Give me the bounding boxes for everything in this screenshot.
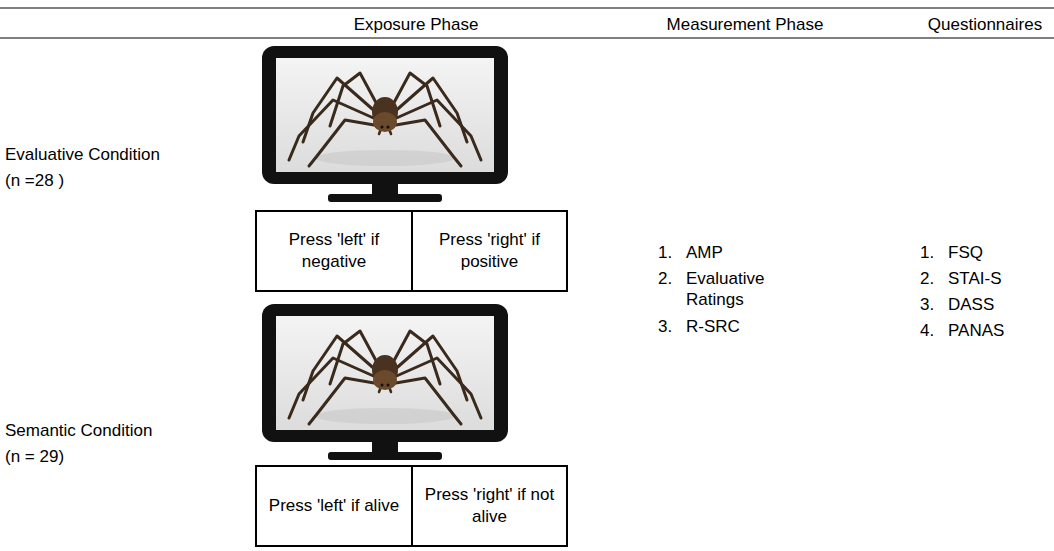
instruction-text: Press 'left' if negative xyxy=(267,229,401,273)
response-box: Press 'left' if negative xyxy=(255,210,413,292)
monitor-icon xyxy=(262,46,508,202)
instruction-text: Press 'left' if alive xyxy=(269,495,399,517)
list-number: 2. xyxy=(920,268,934,289)
list-number: 4. xyxy=(920,320,934,341)
list-number: 3. xyxy=(658,316,672,337)
list-item: PANAS xyxy=(948,320,1004,341)
list-item: FSQ xyxy=(948,242,983,263)
list-item: R-SRC xyxy=(686,316,740,337)
condition-label: Evaluative Condition xyxy=(5,144,160,165)
response-box: Press 'right' if not alive xyxy=(411,465,568,547)
header-rule xyxy=(0,38,1054,39)
list-item: STAI-S xyxy=(948,268,1002,289)
instruction-text: Press 'right' if positive xyxy=(423,229,556,273)
list-number: 1. xyxy=(658,242,672,263)
list-number: 3. xyxy=(920,294,934,315)
column-header: Questionnaires xyxy=(928,14,1042,35)
spider-image xyxy=(289,331,481,424)
response-box: Press 'left' if alive xyxy=(255,465,413,547)
condition-label: Semantic Condition xyxy=(5,420,152,441)
spider-image xyxy=(289,73,481,166)
list-item: DASS xyxy=(948,294,994,315)
column-header: Measurement Phase xyxy=(667,14,824,35)
instruction-text: Press 'right' if not alive xyxy=(423,484,556,528)
sample-size: (n = 29) xyxy=(5,446,64,467)
column-header: Exposure Phase xyxy=(354,14,479,35)
list-item: AMP xyxy=(686,242,723,263)
list-number: 2. xyxy=(658,268,672,289)
sample-size: (n =28 ) xyxy=(5,170,64,191)
response-box: Press 'right' if positive xyxy=(411,210,568,292)
list-item: Evaluative Ratings xyxy=(686,268,806,310)
monitor-icon xyxy=(262,304,508,460)
top-rule xyxy=(0,7,1054,8)
list-number: 1. xyxy=(920,242,934,263)
